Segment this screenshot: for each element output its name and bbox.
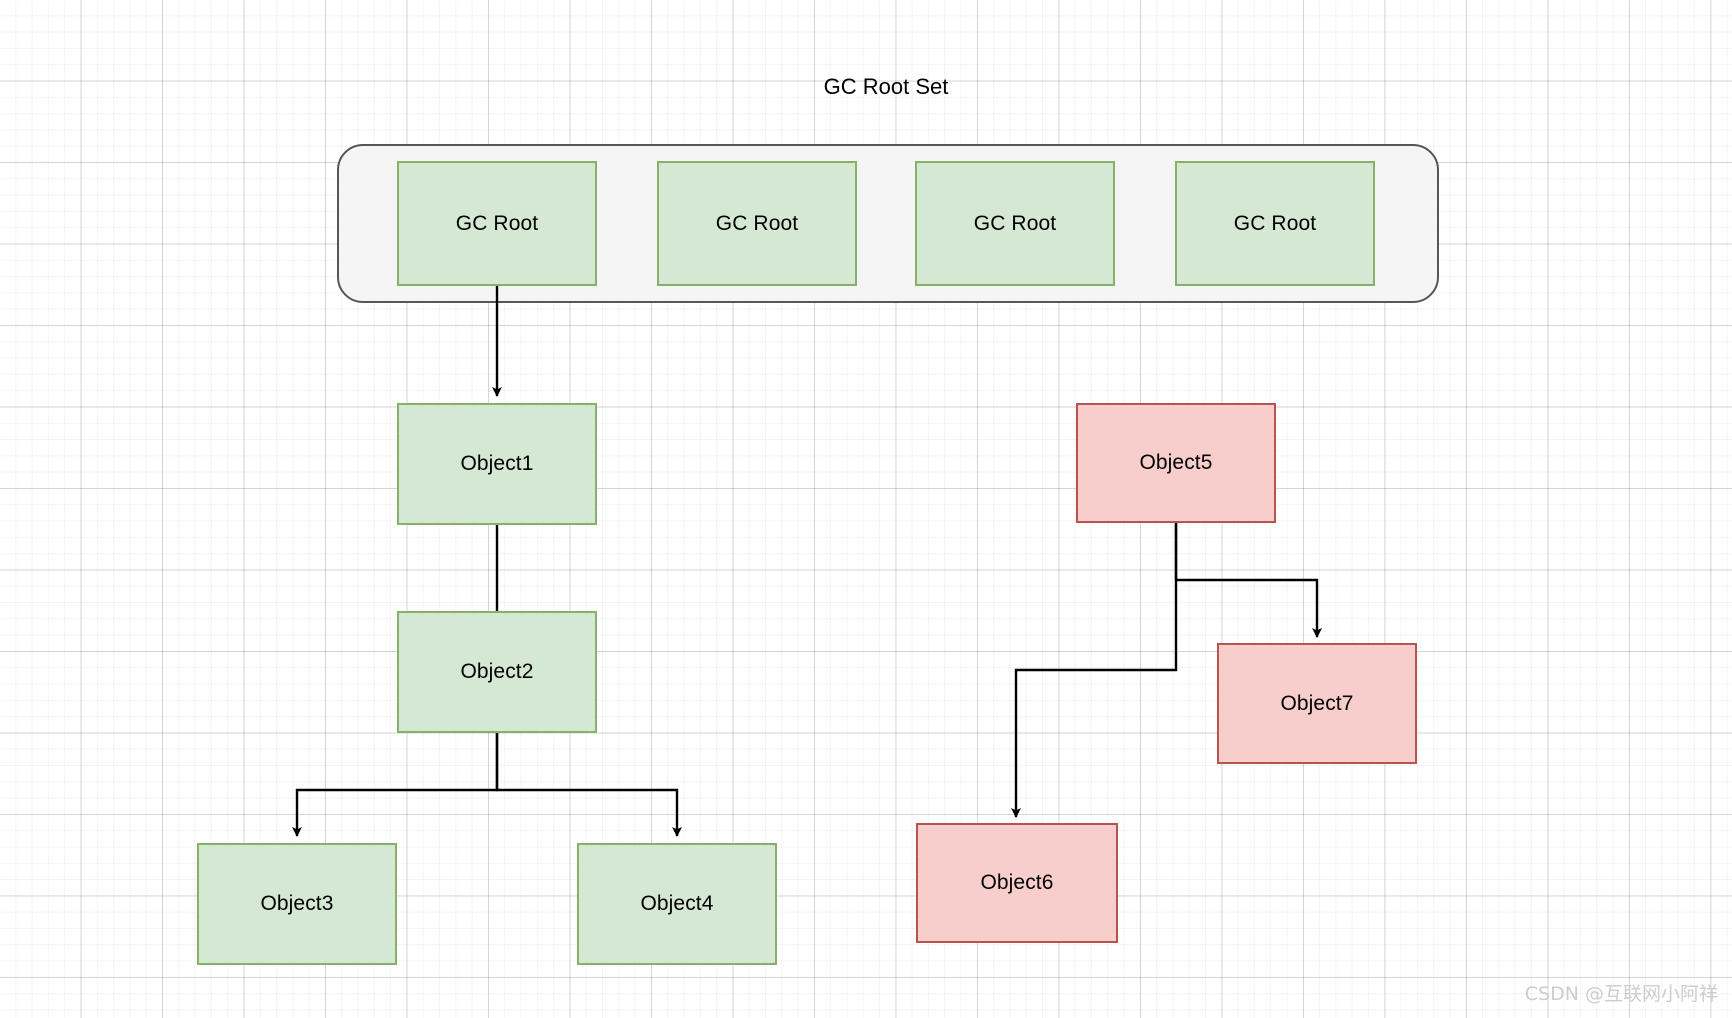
gc-root-node-3[interactable]: GC Root xyxy=(915,161,1115,286)
object-node-object2-label: Object2 xyxy=(460,660,534,684)
object-node-object7-label: Object7 xyxy=(1280,691,1354,715)
object-node-object3[interactable]: Object3 xyxy=(197,843,397,965)
gc-root-node-1[interactable]: GC Root xyxy=(397,161,597,286)
object-node-object7[interactable]: Object7 xyxy=(1217,643,1417,764)
object-node-object6[interactable]: Object6 xyxy=(916,823,1118,943)
object-node-object6-label: Object6 xyxy=(980,871,1054,895)
object-node-object4-label: Object4 xyxy=(640,892,714,916)
csdn-watermark: CSDN @互联网小阿祥 xyxy=(1524,983,1718,1005)
gc-root-node-4[interactable]: GC Root xyxy=(1175,161,1375,286)
object-node-object3-label: Object3 xyxy=(260,892,334,916)
edge-object2-object3 xyxy=(292,733,499,837)
object-node-object2[interactable]: Object2 xyxy=(397,611,597,733)
edge-object2-object4 xyxy=(495,733,682,837)
object-node-object1[interactable]: Object1 xyxy=(397,403,597,525)
gc-root-node-4-label: GC Root xyxy=(1233,211,1317,235)
gc-root-node-2-label: GC Root xyxy=(715,211,799,235)
object-node-object4[interactable]: Object4 xyxy=(577,843,777,965)
gc-root-node-3-label: GC Root xyxy=(973,211,1057,235)
edge-object5-object6 xyxy=(1011,520,1178,818)
object-node-object5[interactable]: Object5 xyxy=(1076,403,1276,523)
gc-root-node-1-label: GC Root xyxy=(455,211,539,235)
page-title: GC Root Set xyxy=(823,74,949,99)
edge-object5-object7 xyxy=(1174,520,1322,638)
object-node-object5-label: Object5 xyxy=(1139,451,1213,475)
object-node-object1-label: Object1 xyxy=(460,452,534,476)
gc-root-node-2[interactable]: GC Root xyxy=(657,161,857,286)
